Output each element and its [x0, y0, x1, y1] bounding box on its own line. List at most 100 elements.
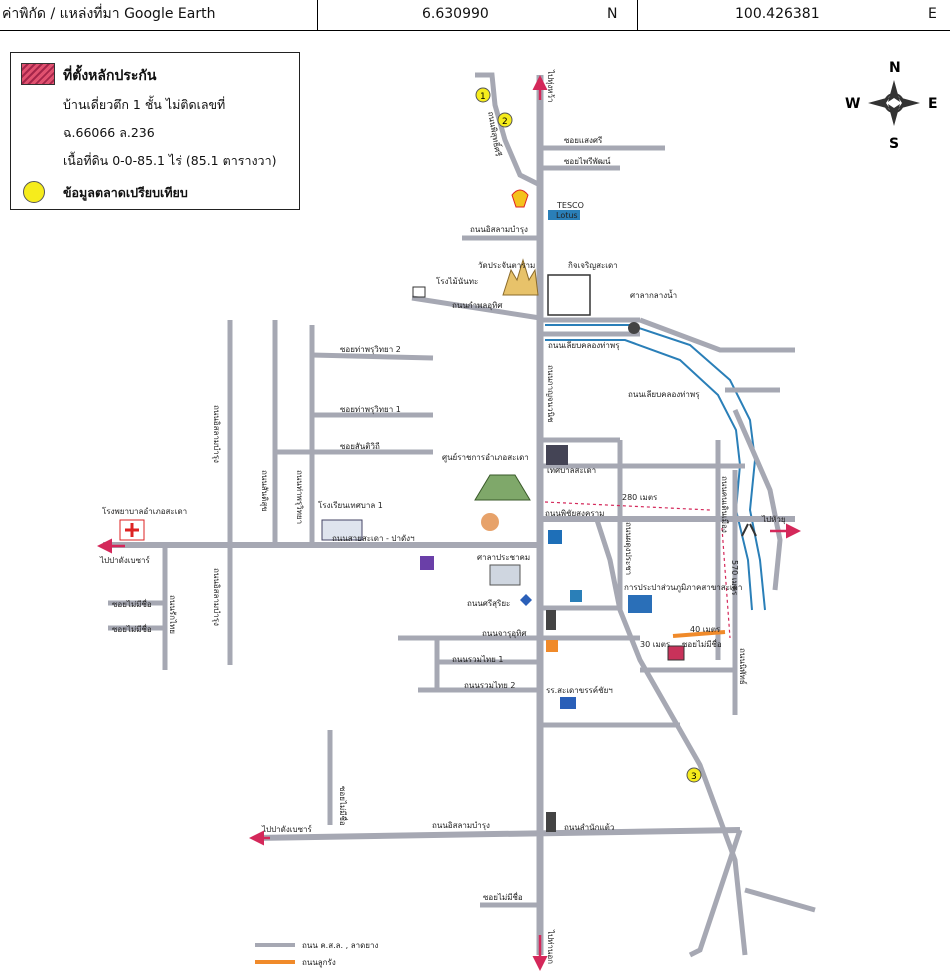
label-dist-570: 570 เมตร	[730, 560, 739, 596]
compass-south-icon	[888, 104, 900, 126]
legend-line-2: ฉ.66066 ล.236	[63, 125, 155, 140]
label-kitjaroen: กิจเจริญสะเดา	[568, 261, 618, 270]
label-road-santisuk: ถนนสันติสุข	[260, 470, 269, 512]
label-left-road: ไปปาดังเบซาร์	[99, 555, 151, 565]
sala-klang-nam-icon	[628, 322, 640, 334]
market-markers: 1 2 3	[475, 87, 702, 783]
divider	[637, 0, 638, 30]
traffic-light-icon-2	[546, 812, 556, 832]
canal-right	[545, 339, 753, 611]
label-road-isan-v2: ถนนอิสลามบำรุง	[212, 568, 221, 626]
collateral-location	[667, 645, 685, 661]
legend-market-label: ข้อมูลตลาดเปรียบเทียบ	[63, 185, 188, 200]
bank-icon-3	[570, 590, 582, 602]
label-road-jaru: ถนนจารุอุทิศ	[482, 629, 526, 638]
label-rongmai: โรงไม้นันทะ	[436, 276, 478, 286]
label-road-klong2: ถนนเลียบคลองท่าพรุ	[628, 390, 700, 399]
market-marker-2	[497, 112, 513, 128]
road-legend: ถนน ค.ส.ล. , ลาดยาง ถนนลูกรัง	[255, 941, 378, 968]
road-southeast	[744, 887, 816, 913]
bank-icon-4	[520, 594, 532, 606]
compass-n: N	[889, 60, 901, 76]
road-isan-bottom	[254, 827, 741, 841]
label-left-road-bottom: ไปปาดังเบซาร์	[261, 824, 313, 834]
label-soi-nomname1: ซอยไม่มีชื่อ	[112, 598, 152, 609]
label-bottom-road: ไปท่านอก	[546, 929, 555, 964]
label-road-ratchada-v: ถนนคนเดินเมือง	[720, 476, 729, 533]
direction-arrows	[97, 75, 801, 971]
traffic-light-icon	[546, 610, 556, 630]
compass-s: S	[889, 136, 899, 152]
label-road-srisuriya: ถนนศรีสุริยะ	[467, 599, 510, 608]
label-soi-sangsri: ซอยแสงศรี	[564, 136, 603, 145]
market-marker-1	[475, 87, 491, 103]
label-tesco: TESCO	[556, 201, 584, 210]
label-soi-thapru1: ซอยท่าพรุวิทยา 1	[340, 405, 401, 414]
label-road-sadao-padang: ถนนสายสะเดา - ปาดังฯ	[332, 534, 415, 543]
compass-w: W	[845, 96, 860, 112]
bridge-icon	[741, 523, 757, 537]
compass-north-icon	[888, 80, 900, 102]
latitude-direction: N	[607, 6, 618, 22]
label-top-road: ไปทุ่งหว้า	[546, 69, 555, 103]
label-soi-nomname3: ซอยไม่มีชื่อ	[682, 638, 722, 649]
legend-grey-road-label: ถนน ค.ส.ล. , ลาดยาง	[302, 941, 378, 950]
label-soi-thapru2: ซอยท่าพรุวิทยา 2	[340, 345, 401, 354]
label-road-isan-v: ถนนอิสลามบำรุง	[212, 405, 221, 463]
label-road-thapru-v: ถนนท่าพรุวิทยา	[295, 470, 304, 524]
road-kampol	[411, 295, 541, 321]
road-samnak	[688, 829, 743, 958]
bank-icon-2	[548, 530, 562, 544]
bank-icon	[420, 556, 434, 570]
hospital-cross-icon	[125, 523, 139, 537]
longitude-value: 100.426381	[735, 6, 820, 22]
label-sala: ศาลากลางน้ำ	[630, 289, 677, 300]
label-road-isan-top: ถนนอิสลามบำรุง	[470, 225, 528, 234]
waterworks-icon	[628, 595, 652, 613]
legend-line-1: บ้านเดี่ยวตึก 1 ชั้น ไม่ติดเลขที่	[63, 97, 226, 112]
map-legend: ที่ตั้งหลักประกัน บ้านเดี่ยวตึก 1 ชั้น ไ…	[10, 52, 300, 210]
sala-pracha-icon	[489, 564, 521, 586]
label-road-phadung: ถนนผดุงประชา	[624, 522, 633, 575]
gov-center-icon	[474, 474, 531, 501]
distance-570-line	[721, 527, 731, 639]
label-soi-santi: ซอยสันติวิถี	[340, 442, 380, 451]
flag-icon	[560, 697, 576, 709]
label-soi-nomname2: ซอยไม่มีชื่อ	[112, 623, 152, 634]
label-municipal: เทศบาลสะเดา	[547, 466, 596, 475]
label-road-ruamthai1: ถนนรวมไทย 1	[452, 655, 503, 664]
label-soi-nomname-v: ซอยไม่มีชื่อ	[338, 786, 349, 826]
market-marker-icon	[23, 181, 45, 203]
label-road-kampol: ถนนกำพลอุทิศ	[452, 301, 502, 310]
label-sala-pracha: ศาลาประชาคม	[477, 553, 530, 562]
label-road-ruamthai2: ถนนรวมไทย 2	[464, 681, 515, 690]
latitude-value: 6.630990	[422, 6, 489, 22]
legend-line-3: เนื้อที่ดิน 0-0-85.1 ไร่ (85.1 ตารางวา)	[63, 153, 277, 168]
road-phadung	[594, 519, 748, 956]
road-river	[732, 408, 783, 591]
roads	[103, 72, 816, 958]
label-road-rakthai: ถนนรักไทย	[168, 595, 177, 634]
7eleven-icon	[546, 640, 558, 652]
divider	[317, 0, 318, 30]
label-road-samnak: ถนนสำนักแต้ว	[564, 823, 614, 832]
label-road-isan-bottom: ถนนอิสลามบำรุง	[432, 821, 490, 830]
label-dist-280: 280 เมตร	[622, 493, 658, 502]
kitjaroen-building	[547, 274, 591, 316]
compass: N S W E	[845, 60, 938, 152]
longitude-direction: E	[928, 6, 937, 22]
label-soi-phraiphat: ซอยไพรีพัฒน์	[564, 156, 611, 166]
distance-lines	[544, 501, 731, 639]
label-school: โรงเรียนเทศบาล 1	[318, 500, 383, 510]
marker-2-label: 2	[502, 117, 508, 127]
label-lotus: Lotus	[556, 211, 578, 220]
label-dist-30: 30 เมตร	[640, 640, 671, 649]
source-label: ค่าพิกัด / แหล่งที่มา Google Earth	[2, 6, 216, 22]
soi-thapru2-road	[311, 352, 434, 361]
landmark-icons	[119, 189, 757, 832]
label-road-klong1: ถนนเลียบคลองท่าพรุ	[548, 341, 620, 350]
legend-orange-road-label: ถนนลูกรัง	[302, 958, 336, 968]
label-waterworks: การประปาส่วนภูมิภาคสาขาสะเดา	[624, 583, 742, 593]
road-klong-right	[639, 317, 795, 353]
